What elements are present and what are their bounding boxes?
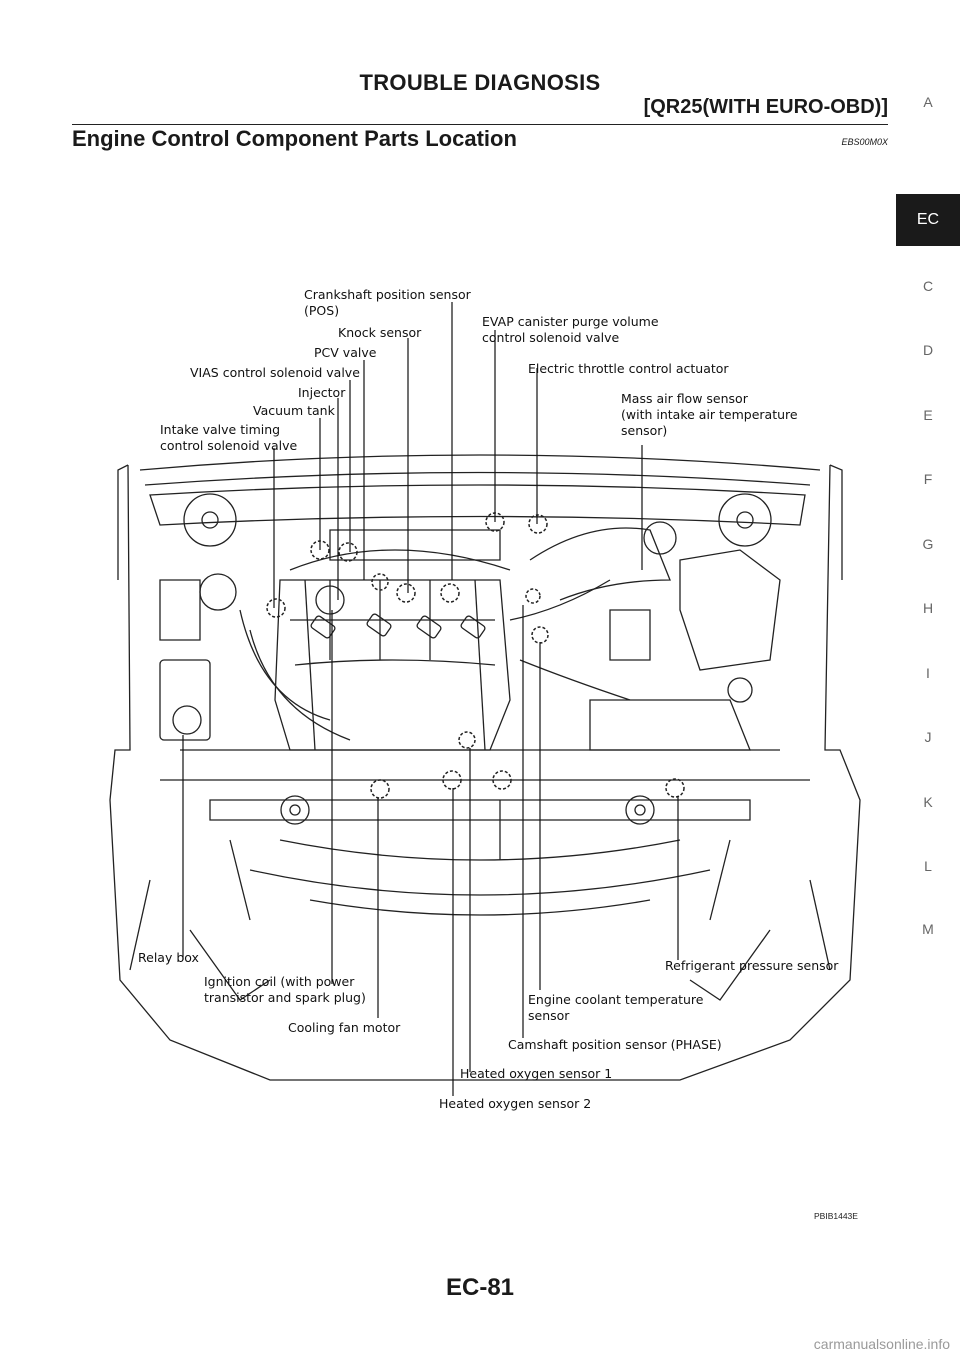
label-refrigerant-pressure-sensor: Refrigerant pressure sensor <box>665 958 839 973</box>
tab-m[interactable]: M <box>922 921 934 937</box>
tab-d[interactable]: D <box>922 342 934 358</box>
label-camshaft-position-sensor-phase: Camshaft position sensor (PHASE) <box>508 1037 722 1052</box>
tab-g[interactable]: G <box>922 536 934 552</box>
label-knock-sensor: Knock sensor <box>338 325 422 340</box>
tab-l[interactable]: L <box>924 858 932 874</box>
label-vias-control-solenoid-valve: VIAS control solenoid valve <box>190 365 360 380</box>
page-number: EC-81 <box>445 1274 515 1301</box>
label-cooling-fan-motor: Cooling fan motor <box>288 1020 401 1035</box>
engine-bay-diagram <box>90 280 870 1120</box>
label-electric-throttle-control-actuator: Electric throttle control actuator <box>528 361 729 376</box>
label-mass-air-flow-sensor: Mass air flow sensor (with intake air te… <box>621 391 798 438</box>
tab-j[interactable]: J <box>924 729 932 745</box>
section-title: Engine Control Component Parts Location <box>72 126 517 151</box>
label-ignition-coil: Ignition coil (with power transistor and… <box>204 974 366 1005</box>
tab-a[interactable]: A <box>923 94 933 110</box>
tab-i[interactable]: I <box>926 665 930 681</box>
tab-ec[interactable]: EC <box>896 194 960 246</box>
tab-c[interactable]: C <box>922 278 934 294</box>
label-heated-oxygen-sensor-2: Heated oxygen sensor 2 <box>439 1096 592 1111</box>
header-subtitle: [QR25(WITH EURO-OBD)] <box>643 96 888 118</box>
tab-k[interactable]: K <box>923 794 933 810</box>
label-engine-coolant-temperature-sensor: Engine coolant temperature sensor <box>528 992 704 1023</box>
header-title: TROUBLE DIAGNOSIS <box>359 70 601 95</box>
tab-e[interactable]: E <box>923 407 933 423</box>
label-pcv-valve: PCV valve <box>314 345 377 360</box>
label-vacuum-tank: Vacuum tank <box>253 403 335 418</box>
label-intake-valve-timing-control: Intake valve timing control solenoid val… <box>160 422 298 453</box>
label-heated-oxygen-sensor-1: Heated oxygen sensor 1 <box>460 1066 613 1081</box>
tab-h[interactable]: H <box>922 600 934 616</box>
tab-f[interactable]: F <box>923 471 933 487</box>
label-relay-box: Relay box <box>138 950 199 965</box>
header-rule <box>72 124 888 125</box>
label-evap-canister-purge: EVAP canister purge volume control solen… <box>482 314 659 345</box>
watermark: carmanualsonline.info <box>813 1336 950 1352</box>
label-crankshaft-position-sensor-pos: Crankshaft position sensor (POS) <box>304 287 471 318</box>
section-code: EBS00M0X <box>841 137 888 147</box>
label-injector: Injector <box>298 385 346 400</box>
figure-code: PBIB1443E <box>814 1211 858 1221</box>
engine-bay-drawing <box>109 302 861 1096</box>
